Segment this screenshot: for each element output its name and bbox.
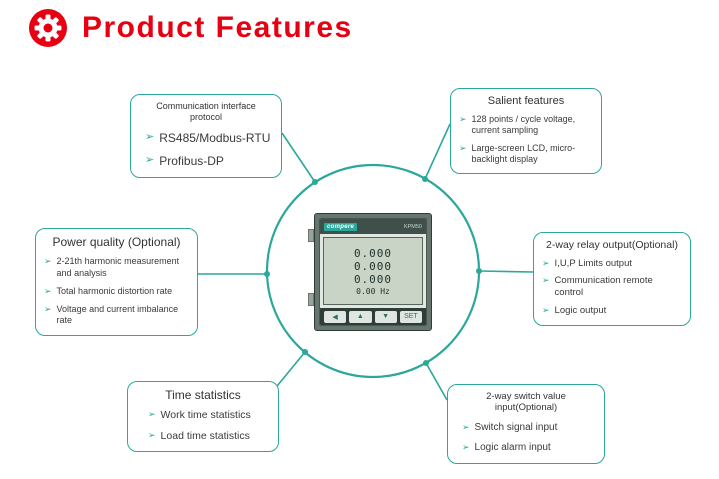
feature-box-title: Time statistics (165, 388, 241, 402)
feature-item: ➢ 2-21th harmonic measurement and analys… (44, 256, 189, 279)
device-button-row: ◀ ▲ ▼ SET (320, 308, 426, 325)
arrow-bullet-icon: ➢ (148, 429, 156, 440)
feature-item: ➢ I,U,P Limits output (542, 258, 682, 270)
arrow-bullet-icon: ➢ (44, 304, 52, 315)
feature-box-switch-input: 2-way switch value input(Optional) ➢ Swi… (447, 384, 605, 464)
feature-box-title: 2-way switch value input(Optional) (486, 391, 566, 414)
feature-item: ➢ Switch signal input (456, 422, 596, 435)
device-lcd: 0.000 0.000 0.000 0.00 Hz (323, 237, 423, 305)
arrow-bullet-icon: ➢ (148, 409, 156, 420)
mounting-clip (308, 293, 314, 306)
feature-item: ➢ Voltage and current imbalance rate (44, 304, 189, 327)
page-header: Product Features (28, 8, 353, 48)
feature-item-label: Logic alarm input (474, 442, 551, 454)
down-arrow-button: ▼ (374, 310, 397, 323)
feature-item: ➢ Logic alarm input (456, 442, 596, 455)
lcd-row: 0.000 (353, 246, 393, 260)
arrow-bullet-icon: ➢ (44, 256, 52, 267)
feature-item: ➢ Profibus-DP (139, 154, 273, 169)
feature-box-title: 2-way relay output(Optional) (546, 239, 678, 251)
feature-box-title: Salient features (487, 95, 565, 107)
feature-item: ➢ Work time statistics (136, 409, 270, 422)
device-face: compere KPM50 0.000 0.000 0.000 0.00 Hz … (319, 218, 427, 326)
feature-item-label: Communication remote control (554, 275, 653, 299)
feature-item: ➢ Large-screen LCD, micro-backlight disp… (459, 143, 593, 166)
feature-item-label: Work time statistics (160, 409, 251, 422)
feature-item: ➢ Communication remote control (542, 275, 682, 299)
feature-item-label: Total harmonic distortion rate (56, 285, 173, 296)
feature-box-title: Communication interface protocol (156, 101, 256, 122)
device-model: KPM50 (403, 223, 422, 230)
feature-box-time-statistics: Time statistics ➢ Work time statistics ➢… (127, 381, 279, 452)
feature-box-title: Power quality (Optional) (52, 235, 181, 249)
set-button: SET (399, 310, 422, 323)
feature-item: ➢ Total harmonic distortion rate (44, 286, 189, 297)
device-brand: compere (324, 222, 358, 231)
feature-item-label: Load time statistics (160, 429, 250, 442)
feature-item: ➢ Load time statistics (136, 430, 270, 443)
connector-dot-group (264, 176, 482, 366)
arrow-bullet-icon: ➢ (459, 114, 467, 125)
page-title: Product Features (82, 11, 353, 44)
mounting-clip (308, 229, 314, 242)
feature-item: ➢ 128 points / cycle voltage, current sa… (459, 114, 593, 137)
device-header: compere KPM50 (320, 219, 426, 234)
feature-item-label: 2-21th harmonic measurement and analysis (56, 256, 180, 278)
lcd-frequency: 0.00 Hz (356, 286, 390, 296)
feature-item: ➢ RS485/Modbus-RTU (139, 131, 273, 146)
arrow-bullet-icon: ➢ (542, 257, 550, 268)
feature-item-label: Profibus-DP (159, 153, 224, 168)
arrow-bullet-icon: ➢ (145, 130, 155, 143)
arrow-bullet-icon: ➢ (462, 421, 470, 432)
feature-item-label: I,U,P Limits output (554, 257, 632, 269)
feature-box-communication: Communication interface protocol ➢ RS485… (130, 94, 282, 178)
arrow-bullet-icon: ➢ (44, 285, 52, 296)
feature-item-label: Switch signal input (474, 421, 558, 433)
feature-item-label: 128 points / cycle voltage, current samp… (471, 114, 576, 136)
feature-item-label: Logic output (554, 305, 607, 317)
feature-item: ➢ Logic output (542, 305, 682, 317)
lcd-row: 0.000 (353, 272, 393, 286)
arrow-bullet-icon: ➢ (462, 442, 470, 453)
feature-box-power-quality: Power quality (Optional) ➢ 2-21th harmon… (35, 228, 198, 336)
up-arrow-button: ▲ (349, 310, 372, 323)
feature-item-label: RS485/Modbus-RTU (159, 130, 271, 145)
arrow-bullet-icon: ➢ (542, 275, 550, 286)
lcd-row: 0.000 (353, 259, 393, 273)
arrow-bullet-icon: ➢ (459, 142, 467, 153)
feature-box-relay-output: 2-way relay output(Optional) ➢ I,U,P Lim… (533, 232, 691, 327)
arrow-bullet-icon: ➢ (145, 153, 155, 166)
arrow-bullet-icon: ➢ (542, 305, 550, 316)
left-arrow-button: ◀ (324, 310, 347, 323)
gear-icon (29, 9, 67, 47)
feature-item-label: Large-screen LCD, micro-backlight displa… (471, 142, 576, 164)
device-frame: compere KPM50 0.000 0.000 0.000 0.00 Hz … (314, 213, 432, 331)
device-image: compere KPM50 0.000 0.000 0.000 0.00 Hz … (308, 213, 432, 331)
connector-line-group (198, 123, 534, 401)
feature-item-label: Voltage and current imbalance rate (56, 304, 179, 326)
feature-box-salient-features: Salient features ➢ 128 points / cycle vo… (450, 88, 602, 175)
